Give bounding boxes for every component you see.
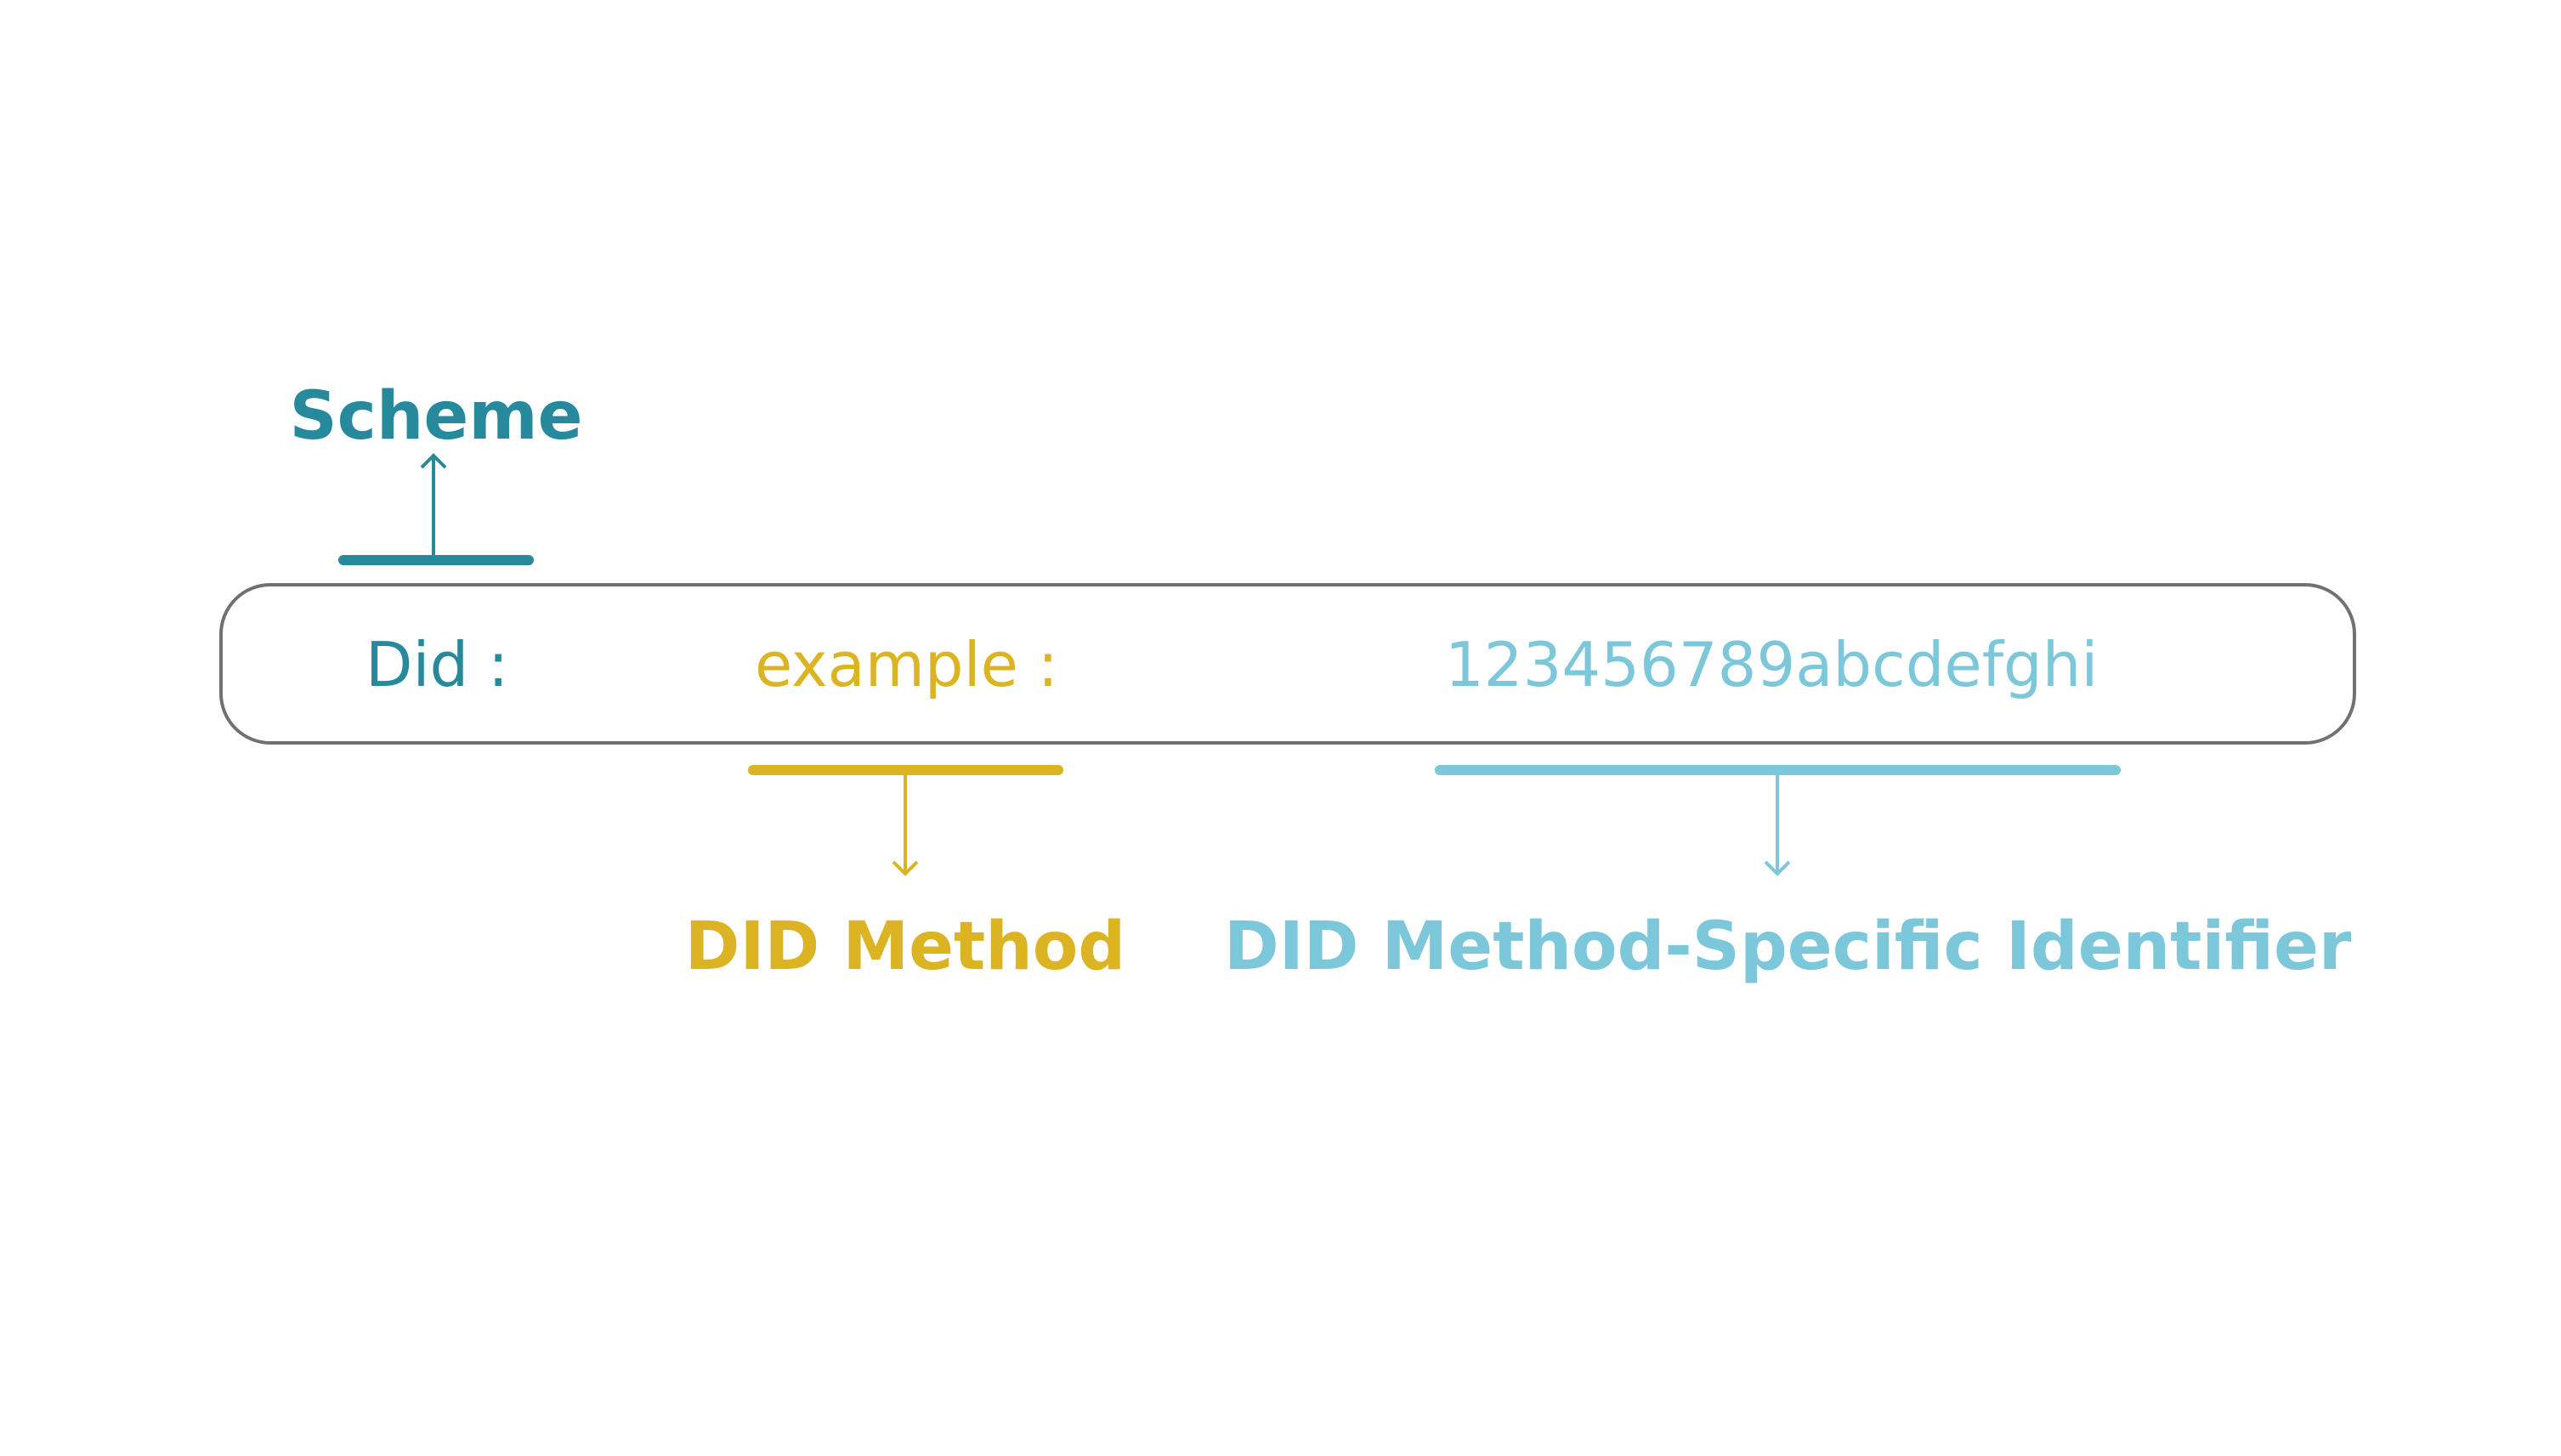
did-method-label: DID Method [684,909,1126,985]
did-identifier-box [219,583,2356,745]
scheme-underline [338,555,534,565]
did-scheme-segment: Did : [365,629,509,700]
scheme-label: Scheme [289,378,583,455]
did-specific-identifier-label: DID Method-Specific Identifier [1224,909,2352,985]
method-underline [748,765,1063,775]
did-method-segment: example : [755,629,1059,700]
did-specific-identifier-segment: 123456789abcdefghi [1445,629,2099,700]
specific-identifier-underline [1435,765,2121,775]
method-arrow-down-icon [892,775,919,876]
scheme-arrow-up-icon [420,453,447,561]
specific-identifier-arrow-down-icon [1764,775,1791,876]
